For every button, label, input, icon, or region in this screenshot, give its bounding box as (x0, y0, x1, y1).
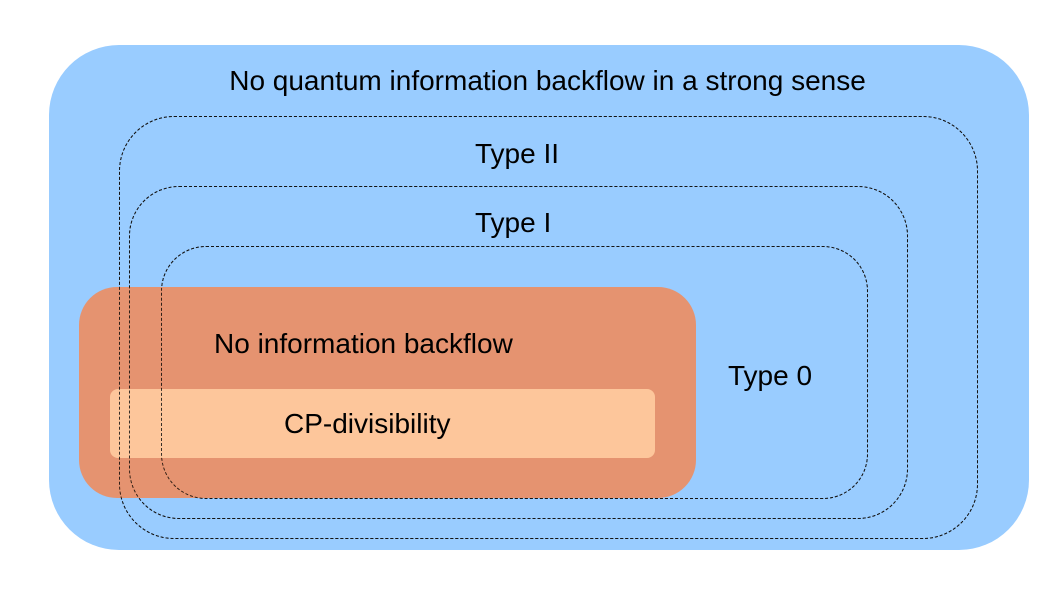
outer-region-label: No quantum information backflow in a str… (229, 65, 866, 96)
no-information-backflow-label: No information backflow (214, 328, 513, 359)
type-ii-label: Type II (475, 138, 560, 169)
type-0-label: Type 0 (728, 360, 813, 391)
type-i-label: Type I (475, 207, 552, 238)
cp-divisibility-region (110, 389, 655, 458)
cp-divisibility-label: CP-divisibility (284, 408, 451, 439)
